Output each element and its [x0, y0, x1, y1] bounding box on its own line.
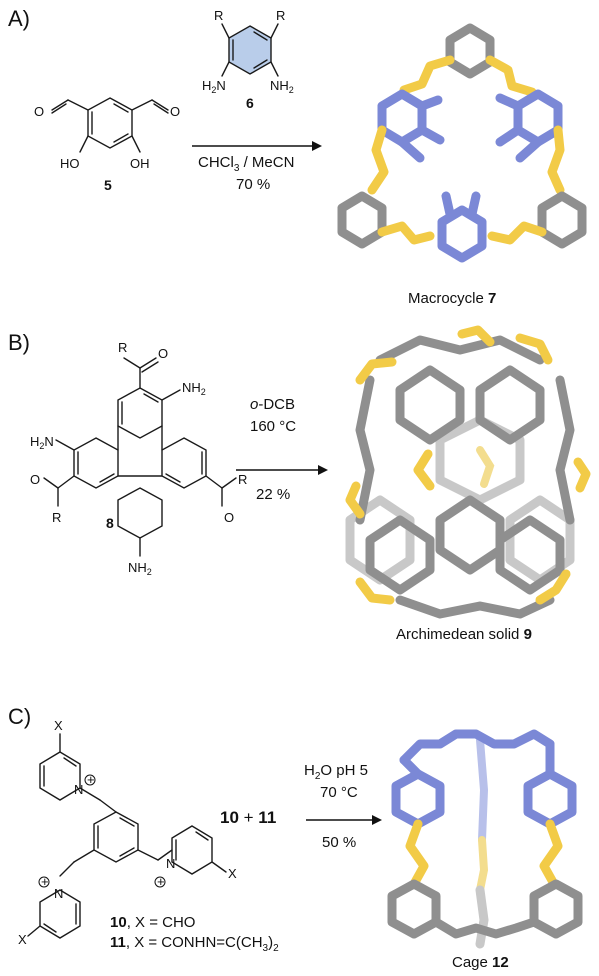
compound-8-nh2-bottom: NH2	[128, 560, 152, 577]
compound-8-r-top: R	[118, 340, 127, 355]
panel-c-letter: C)	[8, 704, 32, 729]
pyridinium-n-right: N	[166, 856, 175, 871]
panel-b-condition-yield: 22 %	[256, 486, 291, 503]
svg-text:+: +	[87, 772, 95, 787]
compound-6-r-left: R	[214, 8, 223, 23]
panel-c-condition-solvent: H2O pH 5	[304, 762, 368, 782]
compound-11-legend: 11, X = CONHN=C(CH3)2	[110, 934, 279, 954]
compound-8-nh2-top: NH2	[182, 380, 206, 397]
panel-b-condition-temperature: 160 °C	[250, 418, 297, 435]
panel-c-condition-temperature: 70 °C	[320, 784, 358, 801]
compound-5-o-right: O	[170, 104, 180, 119]
compound-6-label: 6	[246, 95, 254, 111]
compound-x-right: X	[228, 866, 237, 881]
compound-8-r-left: R	[52, 510, 61, 525]
pyridinium-n-bottom: N	[54, 886, 63, 901]
compound-6-h2n: H2N	[202, 78, 226, 95]
panel-a-letter: A)	[8, 6, 30, 31]
panel-b-condition-solvent: o-DCB	[250, 396, 296, 413]
cage-12-caption: Cage 12	[452, 954, 509, 971]
compound-5-label: 5	[104, 177, 112, 193]
pyridinium-n-top: N	[74, 782, 83, 797]
compound-x-bottom: X	[18, 932, 27, 947]
panel-a-condition-solvent: CHCl3 / MeCN	[198, 154, 295, 174]
panel-a-condition-yield: 70 %	[236, 176, 271, 193]
compound-8-h2n-left: H2N	[30, 434, 54, 451]
compound-5-o-left: O	[34, 104, 44, 119]
compound-8-o-top: O	[158, 346, 168, 361]
compound-6-nh2: NH2	[270, 78, 294, 95]
compound-6-r-right: R	[276, 8, 285, 23]
panel-b-letter: B)	[8, 330, 30, 355]
compound-5-oh: OH	[130, 156, 150, 171]
panel-c-condition-yield: 50 %	[322, 834, 357, 851]
compound-10-legend: 10, X = CHO	[110, 914, 196, 931]
compound-5-ho: HO	[60, 156, 80, 171]
compound-x-top: X	[54, 718, 63, 733]
compound-8-o-right: O	[224, 510, 234, 525]
svg-text:+: +	[157, 874, 165, 889]
svg-text:+: +	[41, 874, 49, 889]
compound-8-o-left: O	[30, 472, 40, 487]
compound-8-r-right: R	[238, 472, 247, 487]
compound-8-label: 8	[106, 515, 114, 531]
archimedean-solid-9-caption: Archimedean solid 9	[396, 626, 532, 643]
panel-c-reactants: 10 + 11	[220, 808, 277, 827]
macrocycle-7-caption: Macrocycle 7	[408, 290, 497, 307]
